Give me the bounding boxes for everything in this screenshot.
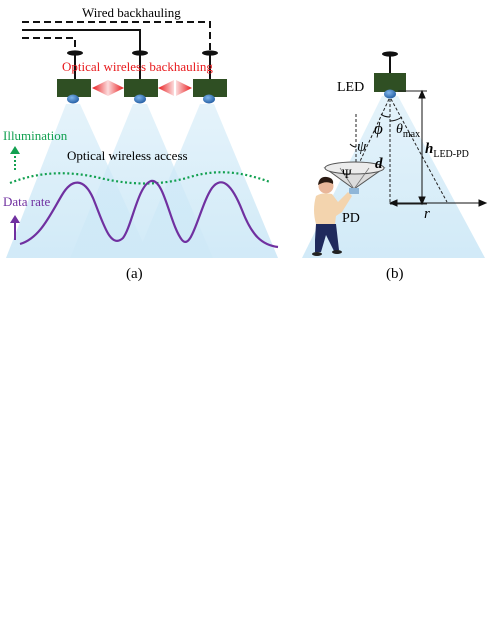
ceiling-mount-b [382, 51, 398, 57]
distance-d-line [348, 98, 390, 186]
phi-symbol: ϕ [374, 119, 383, 138]
panel-a: Wired backhauling Optical wireless backh… [3, 5, 279, 282]
person-torso [314, 192, 352, 224]
psi-upper-symbol: Ψ [342, 166, 352, 181]
theta-arc [389, 116, 403, 122]
d-symbol: d [375, 156, 383, 172]
led-unit-right [193, 79, 227, 97]
person-figure [312, 176, 352, 256]
data-rate-curve [19, 179, 279, 249]
phi-arc [380, 113, 391, 118]
psi-lower-symbol: ψ [357, 139, 367, 155]
light-cone-b [302, 96, 485, 258]
photodetector-receiver [323, 161, 386, 194]
geometry-lines [348, 90, 448, 205]
h-dimension-arrow [418, 89, 426, 206]
h-led-pd-symbol: hLED-PD [425, 141, 469, 160]
optical-backhaul-beams [92, 80, 192, 96]
illumination-label: Illumination [3, 128, 68, 143]
panel-b-caption: (b) [386, 266, 404, 282]
illumination-curve [9, 171, 271, 185]
wired-backhauling-label: Wired backhauling [82, 5, 181, 20]
led-unit-b [374, 73, 406, 92]
led-lens-b [384, 89, 396, 99]
r-symbol: r [424, 206, 430, 222]
r-dimension-arrow [388, 199, 488, 207]
max-angle-line [390, 98, 448, 203]
pd-label: PD [342, 211, 360, 226]
wired-backhaul-lines [22, 21, 211, 52]
optical-wireless-access-label: Optical wireless access [67, 148, 188, 163]
panel-a-caption: (a) [126, 266, 143, 282]
panel-b: LED [302, 51, 488, 282]
optical-wireless-backhauling-label: Optical wireless backhauling [62, 59, 213, 74]
ceiling-mounts [67, 50, 218, 79]
person-pants [315, 224, 339, 252]
psi-arc [349, 143, 357, 148]
theta-max-symbol: θmax [396, 122, 420, 140]
data-rate-label: Data rate [3, 194, 51, 209]
led-unit-middle [124, 79, 158, 97]
led-unit-left [57, 79, 91, 97]
led-units-a [57, 79, 227, 104]
led-label: LED [337, 80, 364, 95]
